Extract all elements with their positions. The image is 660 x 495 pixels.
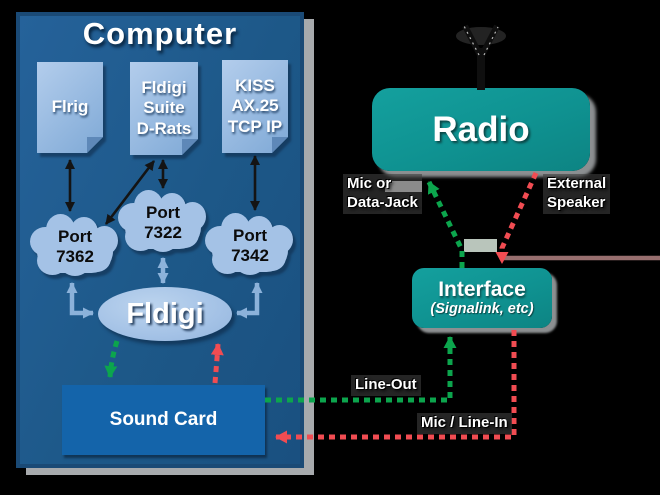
interface-sublabel: (Signalink, etc) bbox=[430, 301, 534, 318]
app-box-flrig-label: Flrig bbox=[37, 62, 103, 153]
fldigi-ellipse: Fldigi bbox=[98, 287, 232, 341]
label-external-speaker: External Speaker bbox=[543, 174, 611, 214]
fldigi-ellipse-label: Fldigi bbox=[126, 297, 204, 330]
antenna-icon bbox=[456, 24, 506, 90]
cloud-port-7362-label: Port 7362 bbox=[56, 226, 94, 266]
app-box-fldigi-suite: Fldigi Suite D-Rats bbox=[130, 62, 198, 155]
cloud-port-7362: Port 7362 bbox=[30, 214, 120, 280]
cloud-port-7322-label: Port 7322 bbox=[144, 202, 182, 242]
radio-box: Radio bbox=[372, 88, 590, 171]
app-box-flrig: Flrig bbox=[37, 62, 103, 153]
wire-interface-to-radio bbox=[426, 180, 465, 268]
cloud-port-7342-label: Port 7342 bbox=[231, 225, 269, 265]
computer-title: Computer bbox=[82, 16, 238, 51]
label-mic-line-in: Mic / Line-In bbox=[417, 413, 512, 434]
radio-label: Radio bbox=[432, 109, 530, 149]
sound-card-box: Sound Card bbox=[62, 385, 265, 455]
wire-vertex-highlight bbox=[464, 239, 497, 252]
wire-radio-to-interface bbox=[495, 171, 539, 264]
cloud-port-7342: Port 7342 bbox=[205, 213, 295, 279]
cloud-port-7322: Port 7322 bbox=[118, 190, 208, 256]
app-box-fldigi-suite-label: Fldigi Suite D-Rats bbox=[130, 62, 198, 155]
label-line-out: Line-Out bbox=[351, 375, 421, 396]
interface-label: Interface bbox=[438, 277, 526, 301]
app-box-kiss-ax25-label: KISS AX.25 TCP IP bbox=[222, 60, 288, 153]
sound-card-label: Sound Card bbox=[109, 409, 218, 430]
label-mic-or-data-jack: Mic or Data-Jack bbox=[343, 174, 422, 214]
interface-box: Interface (Signalink, etc) bbox=[412, 268, 552, 328]
app-box-kiss-ax25: KISS AX.25 TCP IP bbox=[222, 60, 288, 153]
